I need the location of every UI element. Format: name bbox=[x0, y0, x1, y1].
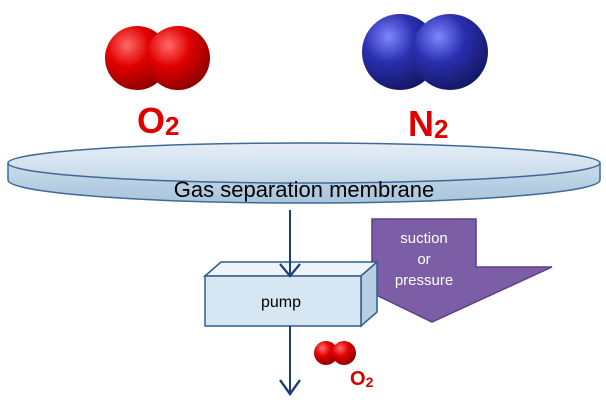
oxygen-molecule bbox=[105, 26, 210, 90]
nitrogen-label-symbol: N bbox=[408, 103, 434, 144]
membrane-top bbox=[7, 142, 601, 184]
flow-arrow-out-of-pump bbox=[279, 326, 301, 397]
arrow-head-into-pump bbox=[279, 263, 301, 278]
driver-text-suction: suction bbox=[400, 230, 448, 247]
permeate-oxygen-label: O2 bbox=[350, 368, 374, 390]
permeate-oxygen-atom-right bbox=[332, 341, 356, 365]
pump-front-face bbox=[204, 275, 362, 327]
pump-label: pump bbox=[261, 294, 301, 311]
gas-separation-membrane: Gas separation membrane bbox=[7, 142, 601, 204]
oxygen-atom-right bbox=[146, 26, 210, 90]
flow-arrow-into-pump bbox=[279, 210, 301, 278]
oxygen-label-symbol: O bbox=[137, 100, 165, 141]
driver-arrow-shape bbox=[371, 218, 553, 323]
permeate-label-subscript: 2 bbox=[366, 374, 374, 390]
nitrogen-atom-right bbox=[412, 14, 488, 90]
pump-box: pump bbox=[203, 260, 379, 328]
permeate-label-symbol: O bbox=[350, 368, 366, 390]
permeate-oxygen-atom-left bbox=[314, 341, 338, 365]
driver-text-or: or bbox=[417, 251, 430, 268]
driver-text-pressure: pressure bbox=[395, 272, 453, 289]
oxygen-label-subscript: 2 bbox=[165, 111, 179, 141]
oxygen-label: O2 bbox=[137, 100, 179, 141]
permeate-oxygen-molecule bbox=[314, 341, 356, 365]
nitrogen-molecule bbox=[362, 14, 488, 90]
arrow-head-out-of-pump bbox=[279, 379, 301, 397]
nitrogen-label-subscript: 2 bbox=[434, 114, 448, 144]
suction-pressure-arrow: suction or pressure bbox=[371, 218, 553, 323]
nitrogen-label: N2 bbox=[408, 103, 448, 144]
membrane-label: Gas separation membrane bbox=[174, 177, 434, 202]
